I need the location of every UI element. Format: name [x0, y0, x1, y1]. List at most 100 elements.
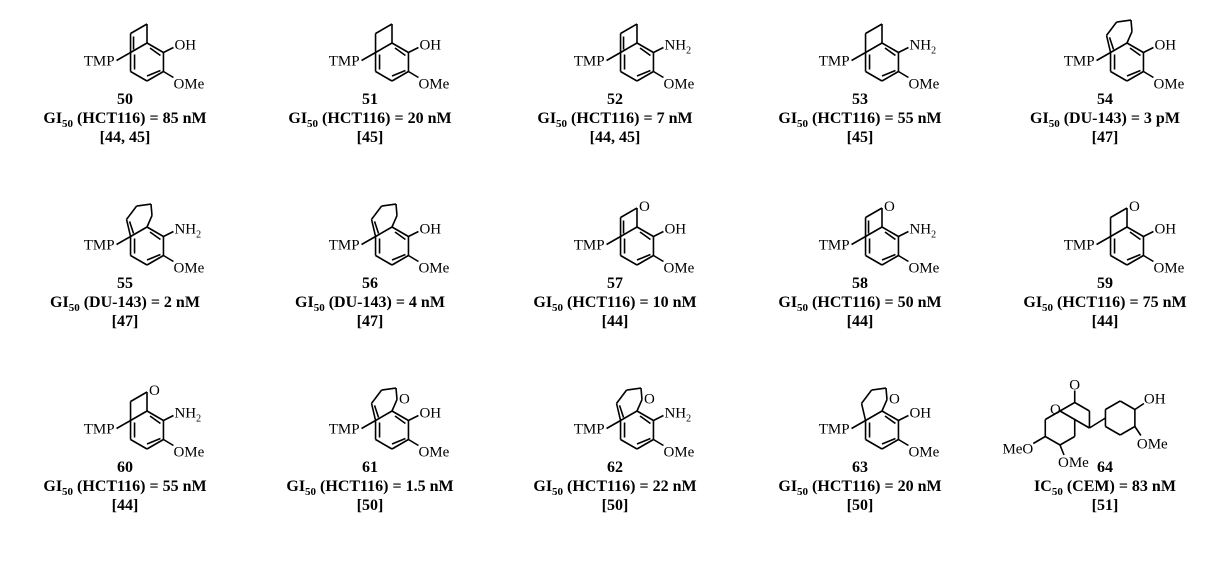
reference: [50]: [356, 497, 384, 514]
activity-type: GI: [43, 110, 63, 127]
bond: [146, 69, 161, 77]
bond: [116, 235, 131, 246]
bond: [636, 42, 654, 54]
activity-text: (HCT116) = 75 nM: [1053, 294, 1187, 311]
activity-text: (DU-143) = 2 nM: [79, 294, 200, 311]
bond: [898, 438, 909, 447]
reference: [44]: [601, 313, 629, 330]
activity-subscript: 50: [797, 302, 809, 315]
bond: [1143, 230, 1154, 238]
bond: [865, 438, 883, 450]
activity-value: GI50 (HCT116) = 7 nM: [495, 109, 735, 134]
methoxy-label: OMe: [418, 77, 449, 93]
bond: [898, 414, 909, 422]
bond: [1129, 231, 1141, 241]
bond: [149, 47, 161, 57]
bond: [146, 437, 161, 445]
compound-number: 53: [852, 91, 868, 108]
bond: [860, 389, 873, 404]
bond: [636, 254, 654, 266]
bond: [1126, 254, 1144, 266]
ring-oxygen-label: O: [399, 392, 410, 408]
activity-text: (HCT116) = 85 nM: [73, 110, 207, 127]
bond: [881, 399, 888, 412]
bond: [884, 231, 896, 241]
bond: [606, 51, 621, 62]
bond: [146, 215, 153, 228]
bond: [394, 47, 406, 57]
bond: [373, 221, 380, 234]
tmp-label: TMP: [574, 422, 605, 438]
bond: [1126, 253, 1141, 261]
bond: [851, 51, 866, 62]
bond: [653, 438, 664, 447]
bond: [620, 254, 638, 266]
tmp-label: TMP: [329, 54, 360, 70]
bond: [636, 69, 651, 77]
activity-value: GI50 (HCT116) = 85 nM: [5, 109, 245, 134]
activity-subscript: 50: [552, 302, 564, 315]
bond: [375, 23, 393, 35]
compound-number: 56: [362, 275, 378, 292]
activity-text: (HCT116) = 1.5 nM: [316, 478, 454, 495]
activity-value: IC50 (CEM) = 83 nM: [985, 477, 1224, 502]
bond: [150, 204, 153, 216]
bond: [1126, 69, 1141, 77]
activity-text: (HCT116) = 50 nM: [808, 294, 942, 311]
methoxy-label: OMe: [1058, 455, 1089, 471]
activity-type: GI: [778, 110, 798, 127]
bond: [884, 415, 896, 425]
bond: [606, 235, 621, 246]
bond: [149, 231, 161, 241]
bond: [898, 70, 909, 79]
activity-subscript: 50: [62, 118, 74, 131]
bond: [408, 414, 419, 422]
bond: [639, 231, 651, 241]
bond: [1059, 401, 1076, 412]
ring-oxygen-label: O: [884, 199, 895, 215]
bond: [408, 254, 419, 263]
bond: [125, 219, 132, 237]
bond: [871, 387, 887, 391]
bond: [375, 226, 393, 238]
bond: [163, 438, 174, 447]
activity-value: GI50 (HCT116) = 10 nM: [495, 293, 735, 318]
hydroxyl-label: OH: [419, 38, 441, 54]
bond: [130, 226, 148, 238]
activity-value: GI50 (HCT116) = 75 nM: [985, 293, 1224, 318]
bond: [128, 221, 135, 234]
bond: [885, 388, 888, 400]
compound-number: 51: [362, 91, 378, 108]
bond: [163, 70, 174, 79]
bond: [636, 399, 643, 412]
bond: [130, 70, 148, 82]
bond: [884, 47, 896, 57]
methoxy-label: OMe: [173, 261, 204, 277]
bond: [1126, 70, 1144, 82]
bond: [1134, 402, 1145, 411]
bond: [620, 207, 638, 219]
bond: [408, 230, 419, 238]
activity-value: GI50 (HCT116) = 55 nM: [5, 477, 245, 502]
bond: [898, 254, 909, 263]
bond: [1044, 410, 1061, 421]
tmp-label: TMP: [84, 422, 115, 438]
activity-value: GI50 (HCT116) = 20 nM: [740, 477, 980, 502]
bond: [881, 410, 899, 422]
bond: [146, 438, 164, 450]
bond: [1105, 400, 1121, 411]
bond: [1143, 46, 1154, 54]
bond: [381, 203, 397, 207]
activity-value: GI50 (HCT116) = 1.5 nM: [250, 477, 490, 502]
activity-subscript: 50: [797, 486, 809, 499]
bond: [1134, 426, 1142, 436]
activity-text: (HCT116) = 55 nM: [73, 478, 207, 495]
tmp-label: TMP: [329, 422, 360, 438]
activity-subscript: 50: [797, 118, 809, 131]
